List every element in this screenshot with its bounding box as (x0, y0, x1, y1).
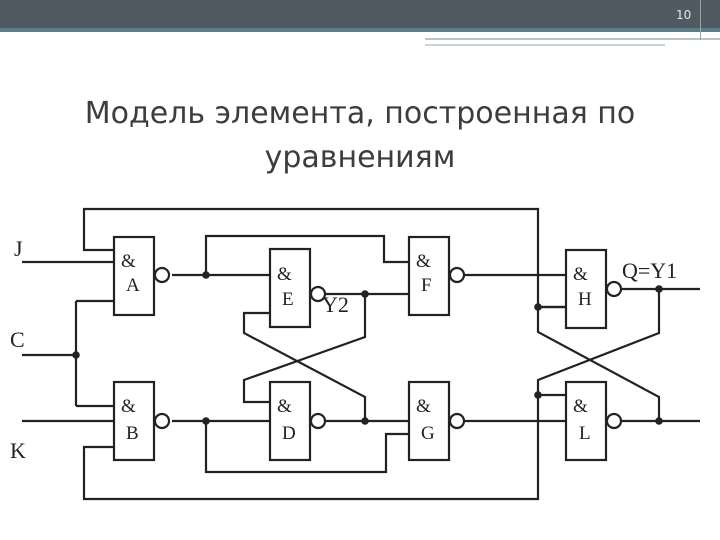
input-j-label: J (14, 236, 23, 261)
gate-label: L (579, 423, 591, 444)
inverter-bubble (153, 412, 171, 430)
wire-q-cross (536, 289, 661, 397)
input-c-label: C (10, 327, 25, 352)
decorative-line (425, 44, 665, 46)
gate-a: & A (112, 235, 171, 317)
gate-f: & F (407, 235, 466, 317)
wire-feedback-top (82, 207, 540, 307)
inverter-bubble (448, 266, 466, 284)
gate-symbol: & (416, 251, 431, 272)
gate-label: E (282, 289, 294, 310)
junction-dot (655, 417, 663, 425)
page-number: 10 (676, 8, 692, 22)
gate-label: F (421, 275, 432, 296)
gate-symbol: & (573, 264, 588, 285)
gate-e: & E (268, 247, 327, 329)
junction-dot (361, 290, 369, 298)
junction-dot (534, 303, 542, 311)
junction-dot (534, 391, 542, 399)
wire-e-cross (242, 294, 367, 404)
gate-h: & H (564, 248, 623, 330)
gate-b: & B (112, 380, 171, 462)
output-y2-label: Y2 (322, 292, 349, 317)
junction-dot (202, 271, 210, 279)
wire-feedback-bottom (82, 395, 540, 501)
input-k-label: K (10, 438, 26, 463)
gate-symbol: & (277, 264, 292, 285)
inverter-bubble (605, 412, 623, 430)
gate-label: H (578, 289, 592, 310)
wire-b-to-g (204, 421, 409, 474)
header-accent-line (0, 28, 720, 32)
inverter-bubble (153, 266, 171, 284)
gate-symbol: & (573, 396, 588, 417)
gate-label: B (126, 423, 139, 444)
decorative-line (425, 38, 720, 40)
junction-dot (655, 285, 663, 293)
gate-label: A (126, 275, 140, 296)
gate-g: & G (407, 380, 466, 462)
header-divider (700, 0, 701, 40)
wire-d-cross (242, 311, 367, 421)
output-q-label: Q=Y1 (622, 258, 677, 283)
gate-label: G (421, 423, 435, 444)
gate-symbol: & (416, 396, 431, 417)
gate-l: & L (564, 380, 623, 462)
header-bar (0, 0, 720, 30)
gate-d: & D (268, 380, 327, 462)
junction-dot (361, 417, 369, 425)
inverter-bubble (309, 285, 327, 303)
slide-title: Модель элемента, построенная по уравнени… (84, 96, 636, 175)
junction-dot (202, 417, 210, 425)
inverter-bubble (605, 280, 623, 298)
wire-a-to-f (204, 234, 409, 275)
gate-label: D (282, 423, 296, 444)
inverter-bubble (448, 412, 466, 430)
inverter-bubble (309, 412, 327, 430)
gate-symbol: & (121, 396, 136, 417)
junction-dot (72, 351, 80, 359)
gate-symbol: & (277, 396, 292, 417)
junction-dots (72, 271, 663, 425)
gate-symbol: & (121, 251, 136, 272)
